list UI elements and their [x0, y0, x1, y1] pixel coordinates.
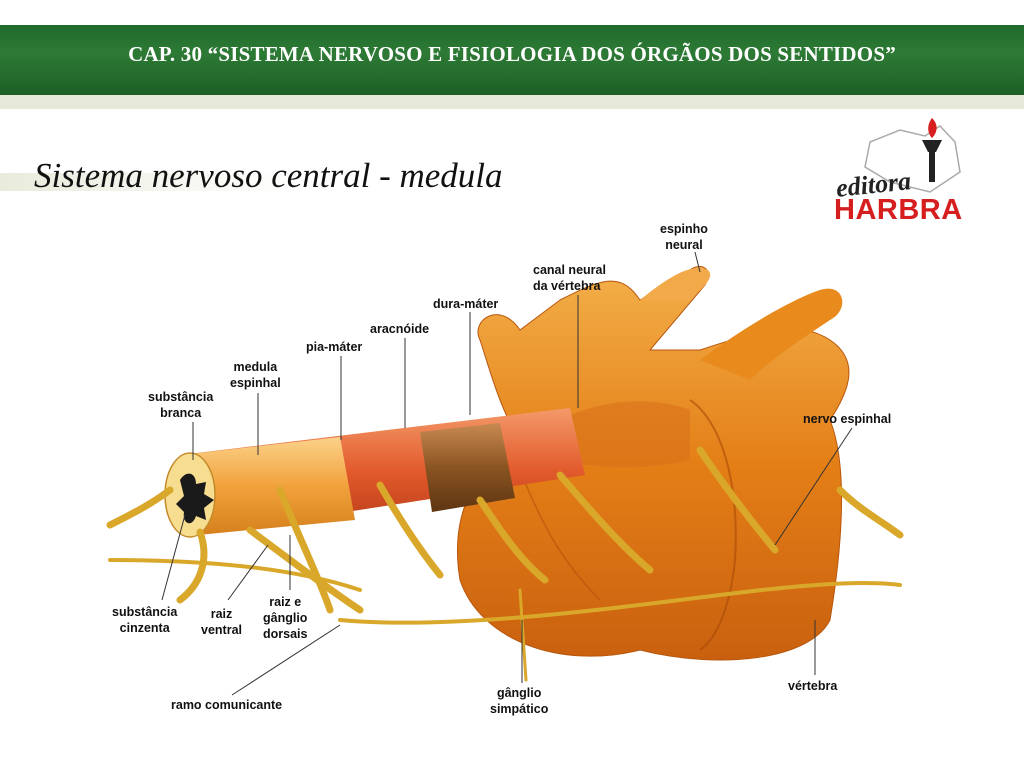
slide-title: Sistema nervoso central - medula [34, 156, 503, 195]
logo-brand-text: HARBRA [834, 194, 963, 226]
label-line: simpático [490, 702, 549, 716]
label-canal-neural: canal neural da vértebra [533, 262, 606, 294]
chapter-title: CAP. 30 “SISTEMA NERVOSO E FISIOLOGIA DO… [128, 42, 896, 66]
label-line: raiz e [269, 595, 302, 609]
label-line: raiz [210, 607, 233, 621]
gray-matter-shape [176, 473, 214, 524]
label-line: gânglio [496, 686, 542, 700]
label-raiz-ventral: raiz ventral [201, 606, 242, 638]
label-line: medula [233, 360, 278, 374]
header-stripe [0, 95, 1024, 109]
label-pia-mater: pia-máter [306, 340, 363, 354]
chapter-header-bar: CAP. 30 “SISTEMA NERVOSO E FISIOLOGIA DO… [0, 25, 1024, 95]
title-band [0, 173, 300, 191]
vertebra-shape [457, 266, 850, 661]
label-line: cinzenta [119, 621, 170, 635]
label-aracnoide: aracnóide [370, 322, 430, 336]
label-line: gânglio [263, 611, 308, 625]
label-ganglio-simpatico: gânglio simpático [490, 685, 548, 717]
label-ramo-comunicante: ramo comunicante [171, 698, 283, 712]
leader-lines [161, 251, 853, 696]
label-line: dorsais [263, 627, 308, 641]
label-line: substância [148, 390, 214, 404]
nerve-fibers [106, 446, 904, 682]
label-substancia-branca: substância branca [148, 389, 213, 421]
label-line: neural [665, 238, 703, 252]
torch-icon [864, 118, 961, 193]
label-raiz-ganglio-dorsais: raiz e gânglio dorsais [263, 594, 307, 642]
label-medula-espinhal: medula espinhal [230, 359, 281, 391]
label-vertebra: vértebra [788, 679, 838, 693]
label-line: canal neural [533, 263, 606, 277]
publisher-logo: editora HARBRA [830, 112, 992, 226]
label-line: branca [160, 406, 202, 420]
spinal-cord [164, 408, 585, 538]
label-line: espinhal [230, 376, 281, 390]
label-substancia-cinzenta: substância cinzenta [112, 604, 177, 636]
label-espinho-neural: espinho neural [660, 221, 708, 253]
label-line: da vértebra [533, 279, 601, 293]
label-line: ventral [201, 623, 242, 637]
label-nervo-espinhal: nervo espinhal [803, 412, 892, 426]
label-line: substância [112, 605, 178, 619]
label-dura-mater: dura-máter [433, 297, 499, 311]
label-line: espinho [660, 222, 708, 236]
